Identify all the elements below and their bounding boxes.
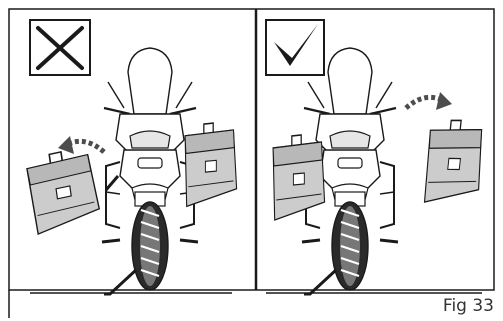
check-icon [266, 20, 324, 75]
cross-icon [30, 20, 90, 75]
figure-caption: Fig 33 [443, 296, 494, 316]
